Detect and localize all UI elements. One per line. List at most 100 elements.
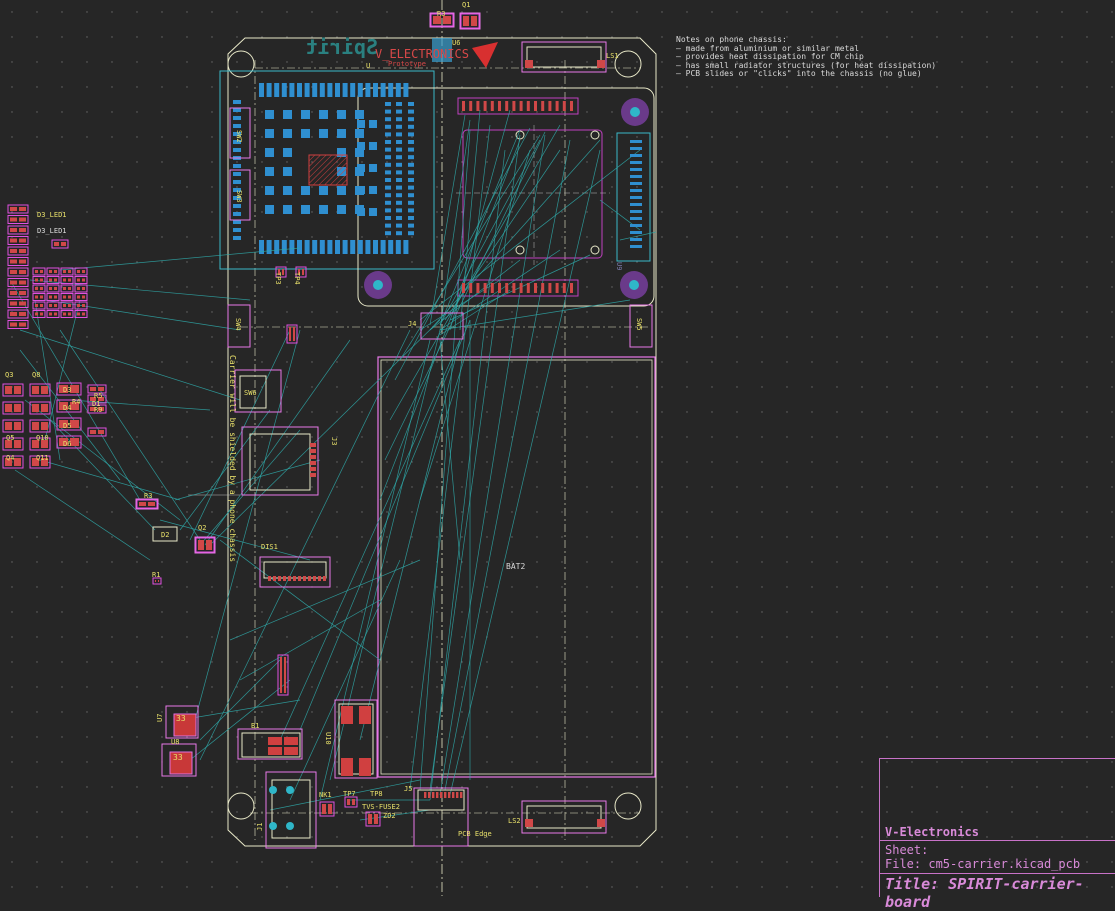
smd-pad	[63, 287, 66, 290]
bga-pad	[319, 83, 325, 97]
ref-b1: B1	[251, 722, 259, 730]
smd-pad	[70, 438, 79, 446]
battery-inner	[380, 359, 653, 775]
smd-pad	[77, 278, 80, 282]
smd-pad	[41, 422, 48, 430]
conn-pad	[476, 283, 480, 293]
ratsnest-line	[14, 469, 151, 561]
smd-outline	[74, 284, 88, 293]
sd-pad	[310, 449, 316, 453]
bga-pad	[233, 116, 241, 120]
smd-outline	[344, 796, 358, 808]
smd-outline	[29, 437, 51, 451]
smd-outline	[32, 267, 46, 276]
title-block-title: Title: SPIRIT-carrier-board	[885, 875, 1084, 911]
smd-pad	[19, 301, 26, 306]
pcb-edge-label: PCB Edge	[458, 830, 492, 838]
conn-pad	[541, 101, 545, 111]
conn-pad	[526, 101, 530, 111]
title-block: V-Electronics Sheet: File: cm5-carrier.k…	[879, 758, 1115, 911]
bga-pad	[385, 132, 391, 137]
bga-pad	[369, 208, 377, 216]
bga-pad	[385, 208, 391, 213]
footprints	[135, 12, 653, 849]
bga-pad	[327, 83, 333, 97]
bga-pad	[283, 205, 292, 214]
ratsnest-line	[444, 139, 571, 791]
ratsnest-line	[419, 149, 531, 501]
side-conn-pad	[630, 168, 642, 171]
bga-pad	[281, 240, 287, 254]
side-conn-pad	[630, 231, 642, 234]
bga-pad	[396, 147, 402, 152]
smd-pad	[54, 295, 57, 299]
ref-r3top: R3	[437, 10, 445, 18]
smd-pad	[77, 295, 80, 299]
bga-pad	[385, 231, 391, 236]
conn-pad	[483, 101, 487, 111]
usb-pad	[428, 792, 431, 798]
smd-pad	[32, 422, 39, 430]
smd-outline	[87, 404, 107, 414]
bga-pad	[297, 240, 302, 254]
fpc-pad	[303, 576, 306, 581]
smd-outline	[46, 284, 60, 293]
bga-pad	[312, 240, 318, 254]
conn-pad	[541, 283, 545, 293]
bga-pad	[408, 231, 414, 236]
ref-d4: D4	[63, 404, 71, 412]
smd-pad	[278, 269, 280, 275]
bga-pad	[357, 142, 365, 150]
chassis-notes: Notes on phone chassis: — made from alum…	[676, 35, 936, 79]
smd-outline	[2, 455, 24, 469]
smd-pad	[77, 287, 80, 290]
smd-pad	[5, 422, 12, 430]
bga-pad	[369, 120, 377, 128]
smd-outline	[56, 399, 82, 413]
ratsnest-line	[439, 299, 631, 331]
bga-pad	[301, 129, 310, 138]
ref-ls2: LS2	[508, 817, 521, 825]
bga-pad	[396, 124, 402, 129]
smd-outline	[60, 276, 74, 284]
smd-pad	[98, 397, 104, 401]
conn-pad	[526, 283, 530, 293]
bga-pad	[403, 83, 409, 97]
ref-r1: R1	[152, 571, 160, 579]
through-hole	[269, 786, 277, 794]
ratsnest-line	[209, 319, 441, 546]
battery-pad	[284, 747, 298, 755]
bga-pad	[365, 83, 371, 97]
smd-pad	[19, 228, 26, 232]
smd-pad	[32, 404, 39, 412]
bga-pad	[304, 240, 310, 254]
notes-line-4: — PCB slides or "clicks" into the chassi…	[676, 69, 922, 78]
bga-pad	[408, 102, 414, 106]
bga-pad	[408, 170, 414, 175]
ref-q2: Q2	[198, 524, 206, 532]
ic-pad	[359, 706, 371, 724]
smd-outline	[7, 236, 29, 245]
ref-u7: U7	[156, 714, 164, 722]
bga-pad	[265, 148, 274, 157]
ratsnest-line	[189, 679, 291, 761]
smd-outline	[7, 225, 29, 235]
conn-pad	[490, 101, 494, 111]
ref-j4: J4	[408, 320, 416, 328]
smd-pad	[35, 304, 38, 307]
ratsnest-line	[394, 127, 531, 381]
smd-pad	[68, 270, 71, 273]
ref-d3-led1-alt: D3_LED1	[37, 227, 67, 235]
bga-pad	[233, 212, 241, 216]
smd-pad	[49, 295, 52, 299]
ref-j1: J1	[256, 823, 264, 831]
bga-pad	[380, 240, 386, 254]
smd-outline	[286, 324, 298, 344]
conn-pad	[555, 101, 559, 111]
bga-pad	[380, 83, 386, 97]
fpc-pad	[318, 576, 321, 581]
smd-pad	[328, 804, 332, 814]
bga-pad	[283, 148, 292, 157]
ref-r3: R3	[144, 492, 152, 500]
